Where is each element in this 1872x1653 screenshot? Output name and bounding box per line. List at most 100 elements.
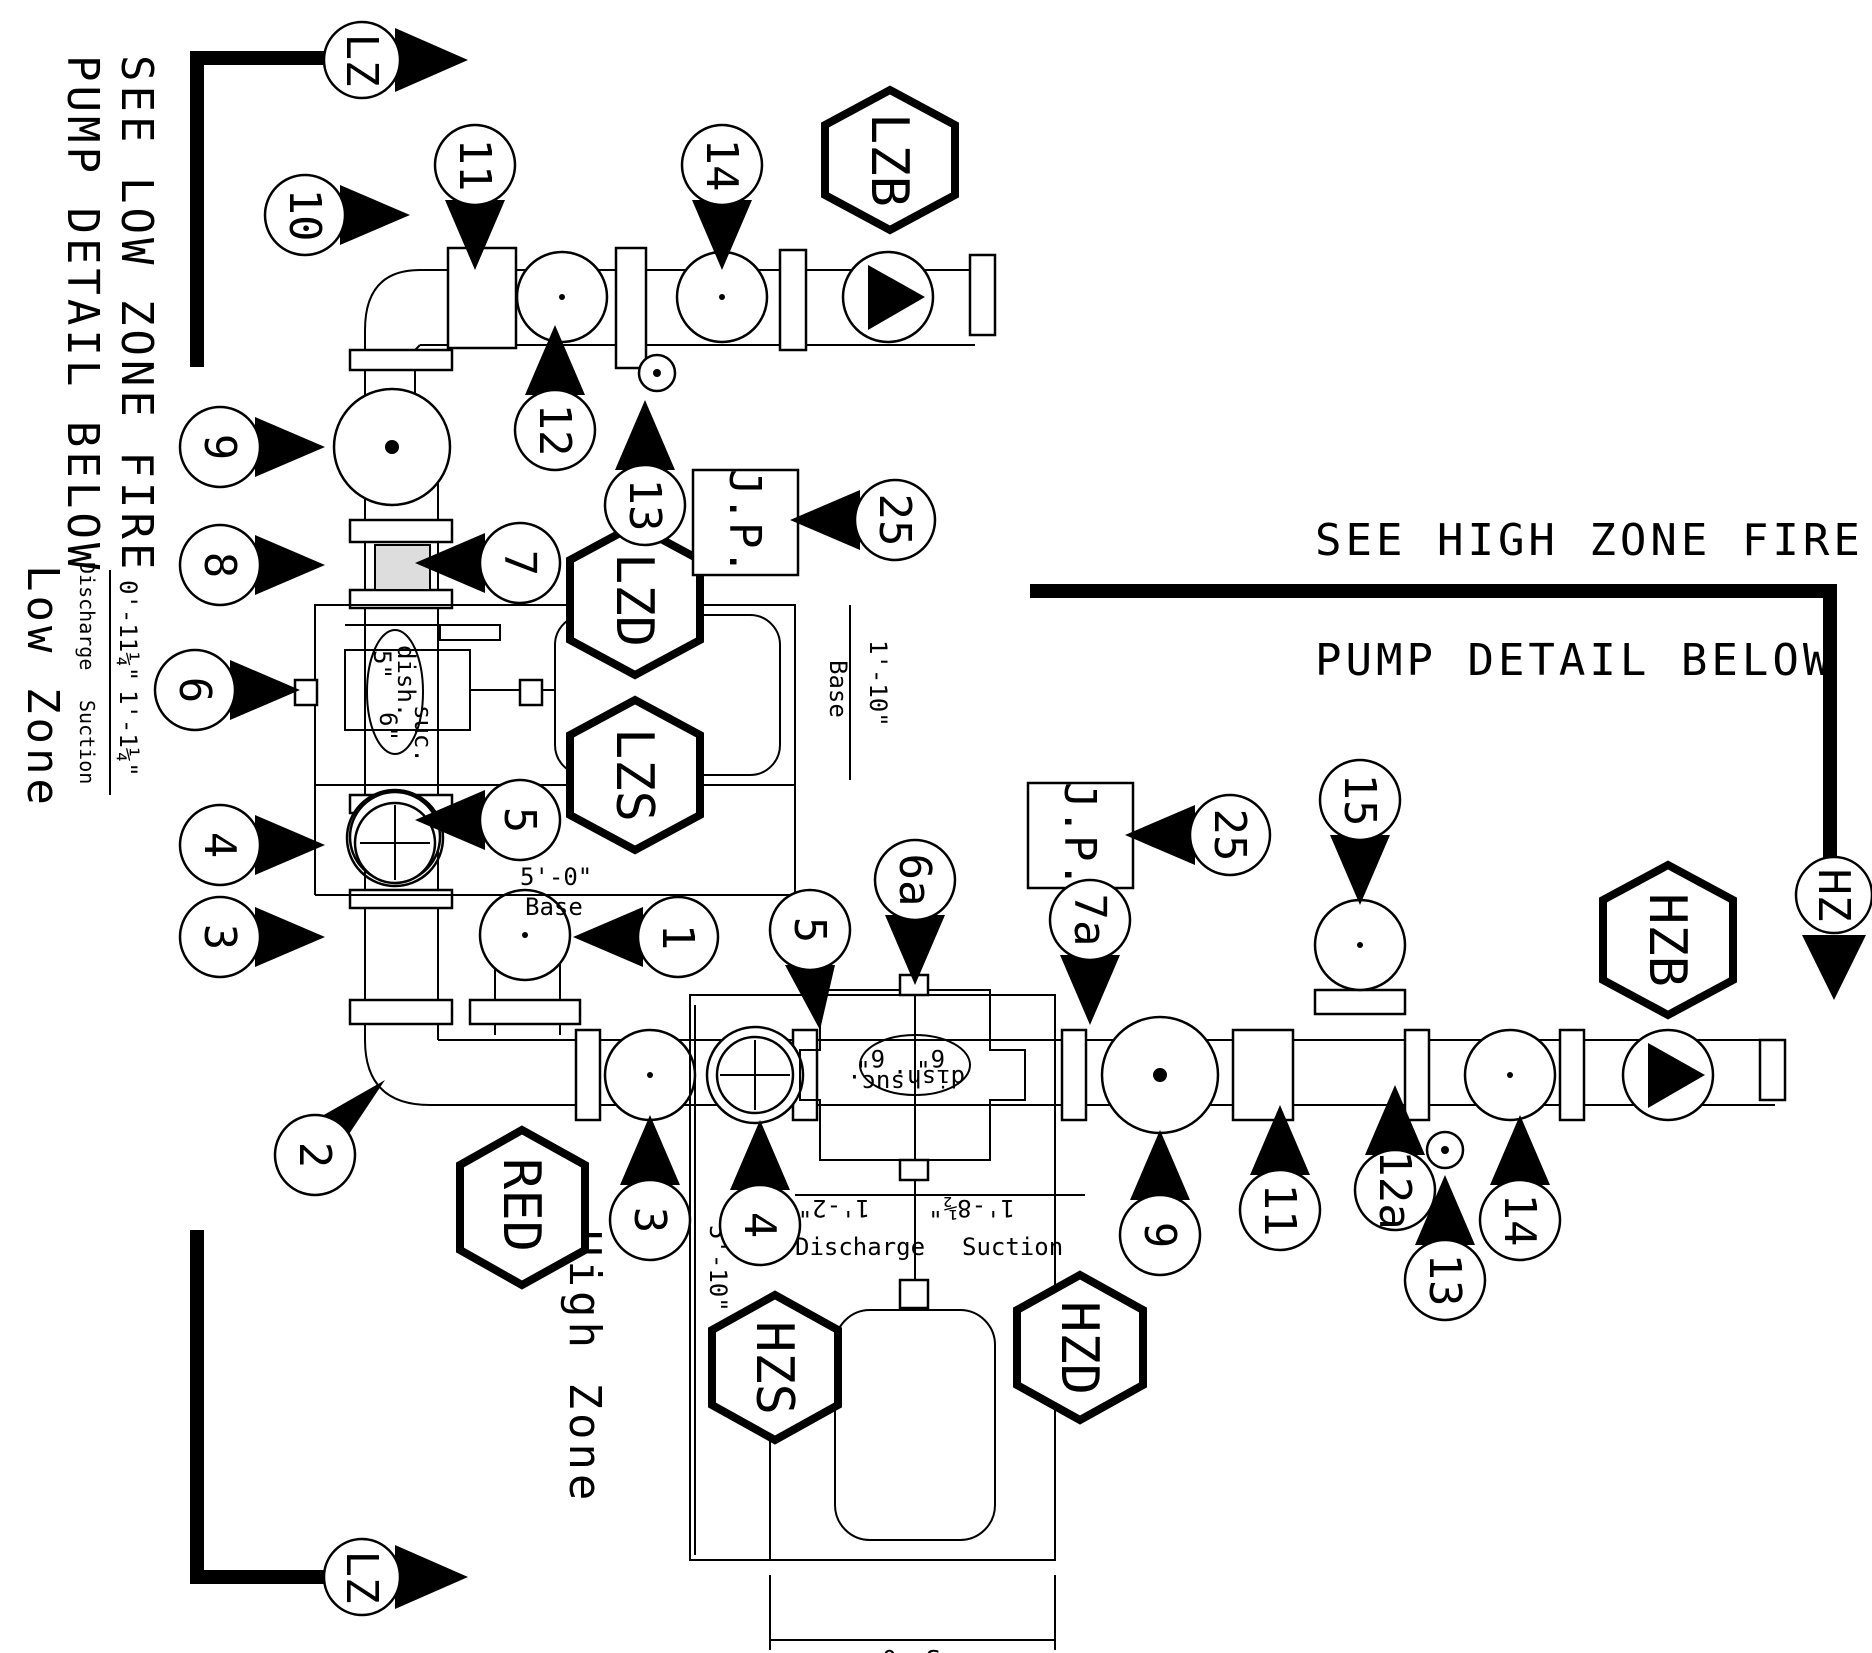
hex-tag-hzs-text: HZS	[744, 1321, 804, 1415]
callout-high-2-pointer	[1060, 955, 1120, 1025]
high-zone-dimensions: 1'-2" 1'-8½" Discharge Suction 5'-10" 3'…	[694, 1005, 1085, 1653]
callout-low-2-circle	[680, 123, 764, 207]
low-base-width: 5'-0"	[520, 863, 592, 891]
section-tag-lz-top-text: LZ	[336, 34, 387, 87]
low-discharge-label: Discharge	[75, 562, 99, 670]
callout-low-0: 10	[263, 173, 410, 257]
callout-low-3-pointer	[525, 325, 585, 395]
high-zone-label: High Zone	[559, 1230, 610, 1504]
callout-high-1-circle	[768, 888, 852, 972]
callout-low-11-circle	[178, 895, 262, 979]
callout-low-14: 25	[790, 478, 937, 562]
low-note-line1: SEE LOW ZONE FIRE	[111, 55, 162, 573]
hex-tag-hzd-text: HZD	[1049, 1301, 1109, 1395]
callout-high-1: 5	[768, 888, 852, 1030]
high-pump-suc: suc.	[847, 1069, 905, 1097]
callout-low-8-label: 6	[169, 677, 220, 704]
callout-high-11-label: 25	[1204, 809, 1255, 862]
low-zone-piping	[348, 246, 975, 1106]
callout-high-6-circle	[1238, 1168, 1322, 1252]
low-zone-jockey-pump	[825, 250, 997, 344]
callout-high-0: 6a	[873, 838, 957, 985]
callout-high-0-pointer	[885, 915, 945, 985]
hex-tag-hzb: HZB	[1599, 860, 1737, 1020]
hex-tag-lzb: LZB	[821, 85, 959, 235]
callout-low-5-label: 9	[194, 434, 245, 461]
callout-high-8: 13	[1403, 1175, 1487, 1322]
jockey-high-text: J.P.	[1054, 782, 1105, 888]
callout-low-12-pointer	[573, 907, 643, 967]
callout-low-1-pointer	[445, 200, 505, 270]
callout-high-8-pointer	[1415, 1175, 1475, 1245]
callout-high-8-circle	[1403, 1238, 1487, 1322]
callout-low-13-circle	[273, 1113, 357, 1197]
low-zone-dimensions: 5'-0" Base 1'-10" Base 0'-11¼" 1'-1¼" Di…	[75, 562, 892, 921]
callout-high-2-label: 7a	[1064, 894, 1115, 947]
callout-high-5-circle	[1118, 1193, 1202, 1277]
callout-low-11: 3	[178, 895, 325, 979]
callout-low-3: 12	[513, 325, 597, 472]
callout-high-0-circle	[873, 838, 957, 922]
hex-tag-hzs: HZS	[708, 1290, 842, 1445]
hex-tag-lzs: LZS	[566, 695, 704, 855]
callout-high-10-pointer	[1330, 835, 1390, 905]
hex-tag-lzd-text: LZD	[604, 553, 664, 647]
callout-low-5: 9	[178, 405, 325, 489]
section-tag-lz-bottom-text: LZ	[336, 1551, 387, 1604]
callout-high-7-label: 12a	[1369, 1150, 1420, 1229]
callout-low-4-pointer	[615, 400, 675, 470]
callout-high-2: 7a	[1048, 878, 1132, 1025]
callout-high-6-pointer	[1250, 1105, 1310, 1175]
high-zone-jockey-pump	[1621, 1028, 1715, 1122]
callout-low-7-label: 7	[494, 550, 545, 577]
callout-high-11-pointer	[1125, 805, 1195, 865]
high-base-width: 3'-0"	[868, 1644, 940, 1653]
callout-low-14-circle	[853, 478, 937, 562]
callout-high-9-circle	[1478, 1178, 1562, 1262]
callout-low-7-pointer	[415, 533, 485, 593]
low-zone-fittings	[332, 250, 769, 982]
callout-low-13-label: 2	[289, 1142, 340, 1169]
callout-low-9: 5	[415, 778, 562, 862]
callout-low-2-pointer	[692, 200, 752, 270]
low-pump-suc-size: 6"	[374, 712, 402, 741]
callout-high-0-label: 6a	[889, 854, 940, 907]
callout-low-0-pointer	[340, 185, 410, 245]
callout-high-11-circle	[1188, 793, 1272, 877]
high-zone-pump: dish. 6" suc. 6"	[689, 973, 1056, 1561]
callout-low-9-circle	[478, 778, 562, 862]
callout-low-1-label: 11	[449, 139, 500, 192]
low-zone-section-line-bottom	[190, 1230, 345, 1584]
callout-high-10-circle	[1318, 758, 1402, 842]
callout-low-14-label: 25	[869, 494, 920, 547]
callout-low-3-label: 12	[529, 404, 580, 457]
callout-high-5: 9	[1118, 1130, 1202, 1277]
jockey-box-low: J.P.	[691, 468, 800, 577]
high-zone-piping	[570, 988, 1787, 1122]
callout-high-4: 4	[718, 1120, 802, 1267]
callout-high-9: 14	[1478, 1115, 1562, 1262]
callout-high-7-circle	[1353, 1148, 1437, 1232]
high-zone-fittings	[603, 898, 1557, 1170]
low-zone-label: Low Zone	[17, 565, 68, 809]
section-tag-hz-text: HZ	[1808, 869, 1859, 922]
callout-low-12-circle	[636, 895, 720, 979]
callout-high-4-label: 4	[734, 1212, 785, 1239]
callout-low-11-label: 3	[194, 924, 245, 951]
low-note-line2: PUMP DETAIL BELOW	[57, 55, 108, 573]
callout-high-3: 3	[608, 1115, 692, 1262]
jockey-box-high: J.P.	[1026, 781, 1135, 890]
low-discharge-dim: 0'-11¼"	[114, 580, 142, 681]
high-discharge-dim: 1'-2"	[798, 1194, 870, 1222]
callout-low-10-circle	[178, 803, 262, 887]
low-suction-label: Suction	[75, 700, 99, 784]
jockey-low-text: J.P.	[719, 469, 770, 575]
callout-high-3-label: 3	[624, 1207, 675, 1234]
low-base-label: Base	[525, 893, 583, 921]
callout-high-3-pointer	[620, 1115, 680, 1185]
low-pump-dish: dish.	[392, 645, 420, 717]
callout-high-3-circle	[608, 1178, 692, 1262]
callout-low-9-pointer	[415, 790, 485, 850]
